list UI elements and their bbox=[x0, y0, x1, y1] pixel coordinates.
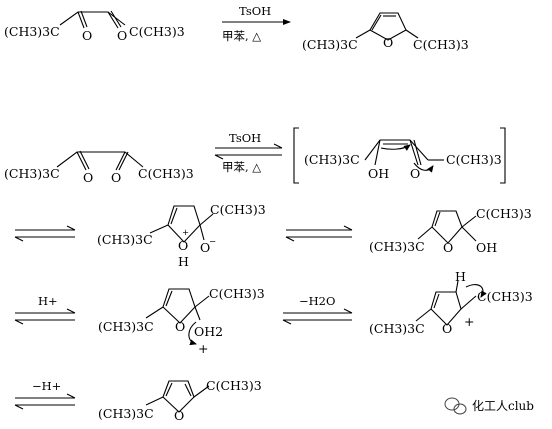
intermediate-b-right-group: C(CH3)3 bbox=[476, 206, 532, 221]
step4-equilibrium-arrows bbox=[14, 393, 76, 410]
step2-equilibrium-arrows-right bbox=[285, 225, 353, 242]
intermediate-c-left-group: (CH3)3C bbox=[98, 319, 154, 334]
step3-protonation-label: H+ bbox=[38, 294, 58, 308]
intermediate-d-ring bbox=[415, 280, 477, 326]
intermediate-b-ring bbox=[417, 210, 477, 244]
intermediate-a-minus-charge: − bbox=[209, 237, 216, 247]
intermediate-a-plus-charge: + bbox=[182, 228, 189, 238]
intermediate-a-right-group: C(CH3)3 bbox=[210, 202, 266, 217]
intermediate-c-ring bbox=[145, 288, 210, 324]
overall-reagent-label: TsOH bbox=[239, 4, 271, 18]
intermediate-c-water-ligand: OH2 bbox=[194, 324, 223, 339]
intermediate-c-plus-charge: + bbox=[198, 341, 208, 356]
overall-product-furan-ring bbox=[355, 12, 419, 41]
intermediate-c-curved-arrow bbox=[188, 321, 197, 346]
overall-product-left-group: (CH3)3C bbox=[302, 37, 358, 52]
step1-reactant-oxygen-2: O bbox=[111, 170, 121, 185]
overall-reactant-right-group: C(CH3)3 bbox=[129, 24, 185, 39]
intermediate-c-ring-oxygen: O bbox=[175, 319, 185, 334]
final-product-furan-ring bbox=[145, 380, 210, 413]
overall-reactant-skeleton bbox=[59, 10, 126, 29]
intermediate-d-hydrogen: H bbox=[455, 269, 466, 284]
enol-skeleton bbox=[364, 139, 444, 166]
overall-reactant-oxygen-2: O bbox=[117, 28, 127, 43]
enol-curved-arrow-2 bbox=[413, 162, 434, 173]
overall-conditions-label: 甲苯, △ bbox=[222, 29, 261, 43]
step1-reactant-skeleton bbox=[56, 150, 144, 171]
intermediate-a-oxide: O bbox=[200, 240, 210, 255]
final-product-ring-oxygen: O bbox=[174, 408, 184, 423]
final-product-left-group: (CH3)3C bbox=[98, 406, 154, 421]
intermediate-d-ring-oxygen: O bbox=[442, 321, 452, 336]
step1-equilibrium-arrows bbox=[214, 143, 283, 160]
intermediate-b-left-group: (CH3)3C bbox=[369, 239, 425, 254]
enol-hydroxyl: OH bbox=[368, 166, 389, 181]
step3-dehydration-label: −H2O bbox=[299, 294, 335, 308]
step1-reactant-right-group: C(CH3)3 bbox=[138, 166, 194, 181]
intermediate-c-right-group: C(CH3)3 bbox=[209, 286, 265, 301]
step1-reagent-label: TsOH bbox=[229, 131, 261, 145]
step1-conditions-label: 甲苯, △ bbox=[222, 160, 261, 174]
enol-bracket bbox=[293, 127, 506, 184]
overall-reactant-oxygen-1: O bbox=[82, 28, 92, 43]
intermediate-d-plus-charge: + bbox=[464, 314, 474, 329]
intermediate-b-ring-oxygen: O bbox=[443, 240, 453, 255]
step3-equilibrium-arrows-left bbox=[14, 308, 76, 325]
intermediate-d-left-group: (CH3)3C bbox=[369, 321, 425, 336]
step4-deprotonation-label: −H+ bbox=[32, 379, 61, 393]
intermediate-d-right-group: C(CH3)3 bbox=[477, 289, 533, 304]
watermark-text: 化工人club bbox=[472, 399, 534, 413]
step2-equilibrium-arrows-left bbox=[14, 225, 76, 242]
wechat-icon bbox=[444, 397, 467, 415]
step1-reactant-left-group: (CH3)3C bbox=[4, 166, 60, 181]
overall-product-ring-oxygen: O bbox=[383, 35, 393, 50]
enol-curved-arrow-1 bbox=[380, 144, 411, 151]
enol-right-group: C(CH3)3 bbox=[446, 152, 502, 167]
intermediate-a-left-group: (CH3)3C bbox=[97, 232, 153, 247]
overall-product-right-group: C(CH3)3 bbox=[413, 37, 469, 52]
final-product-right-group: C(CH3)3 bbox=[206, 378, 262, 393]
intermediate-a-ring bbox=[149, 205, 214, 243]
step1-reactant-oxygen-1: O bbox=[83, 170, 93, 185]
intermediate-d-curved-arrow bbox=[465, 284, 487, 298]
intermediate-b-hydroxyl: OH bbox=[476, 240, 497, 255]
enol-carbonyl-oxygen: O bbox=[410, 166, 420, 181]
intermediate-a-hydrogen: H bbox=[178, 254, 189, 269]
step3-equilibrium-arrows-right bbox=[282, 308, 353, 325]
overall-reactant-left-group: (CH3)3C bbox=[4, 24, 60, 39]
enol-left-group: (CH3)3C bbox=[304, 152, 360, 167]
intermediate-a-ring-oxygen: O bbox=[178, 238, 188, 253]
